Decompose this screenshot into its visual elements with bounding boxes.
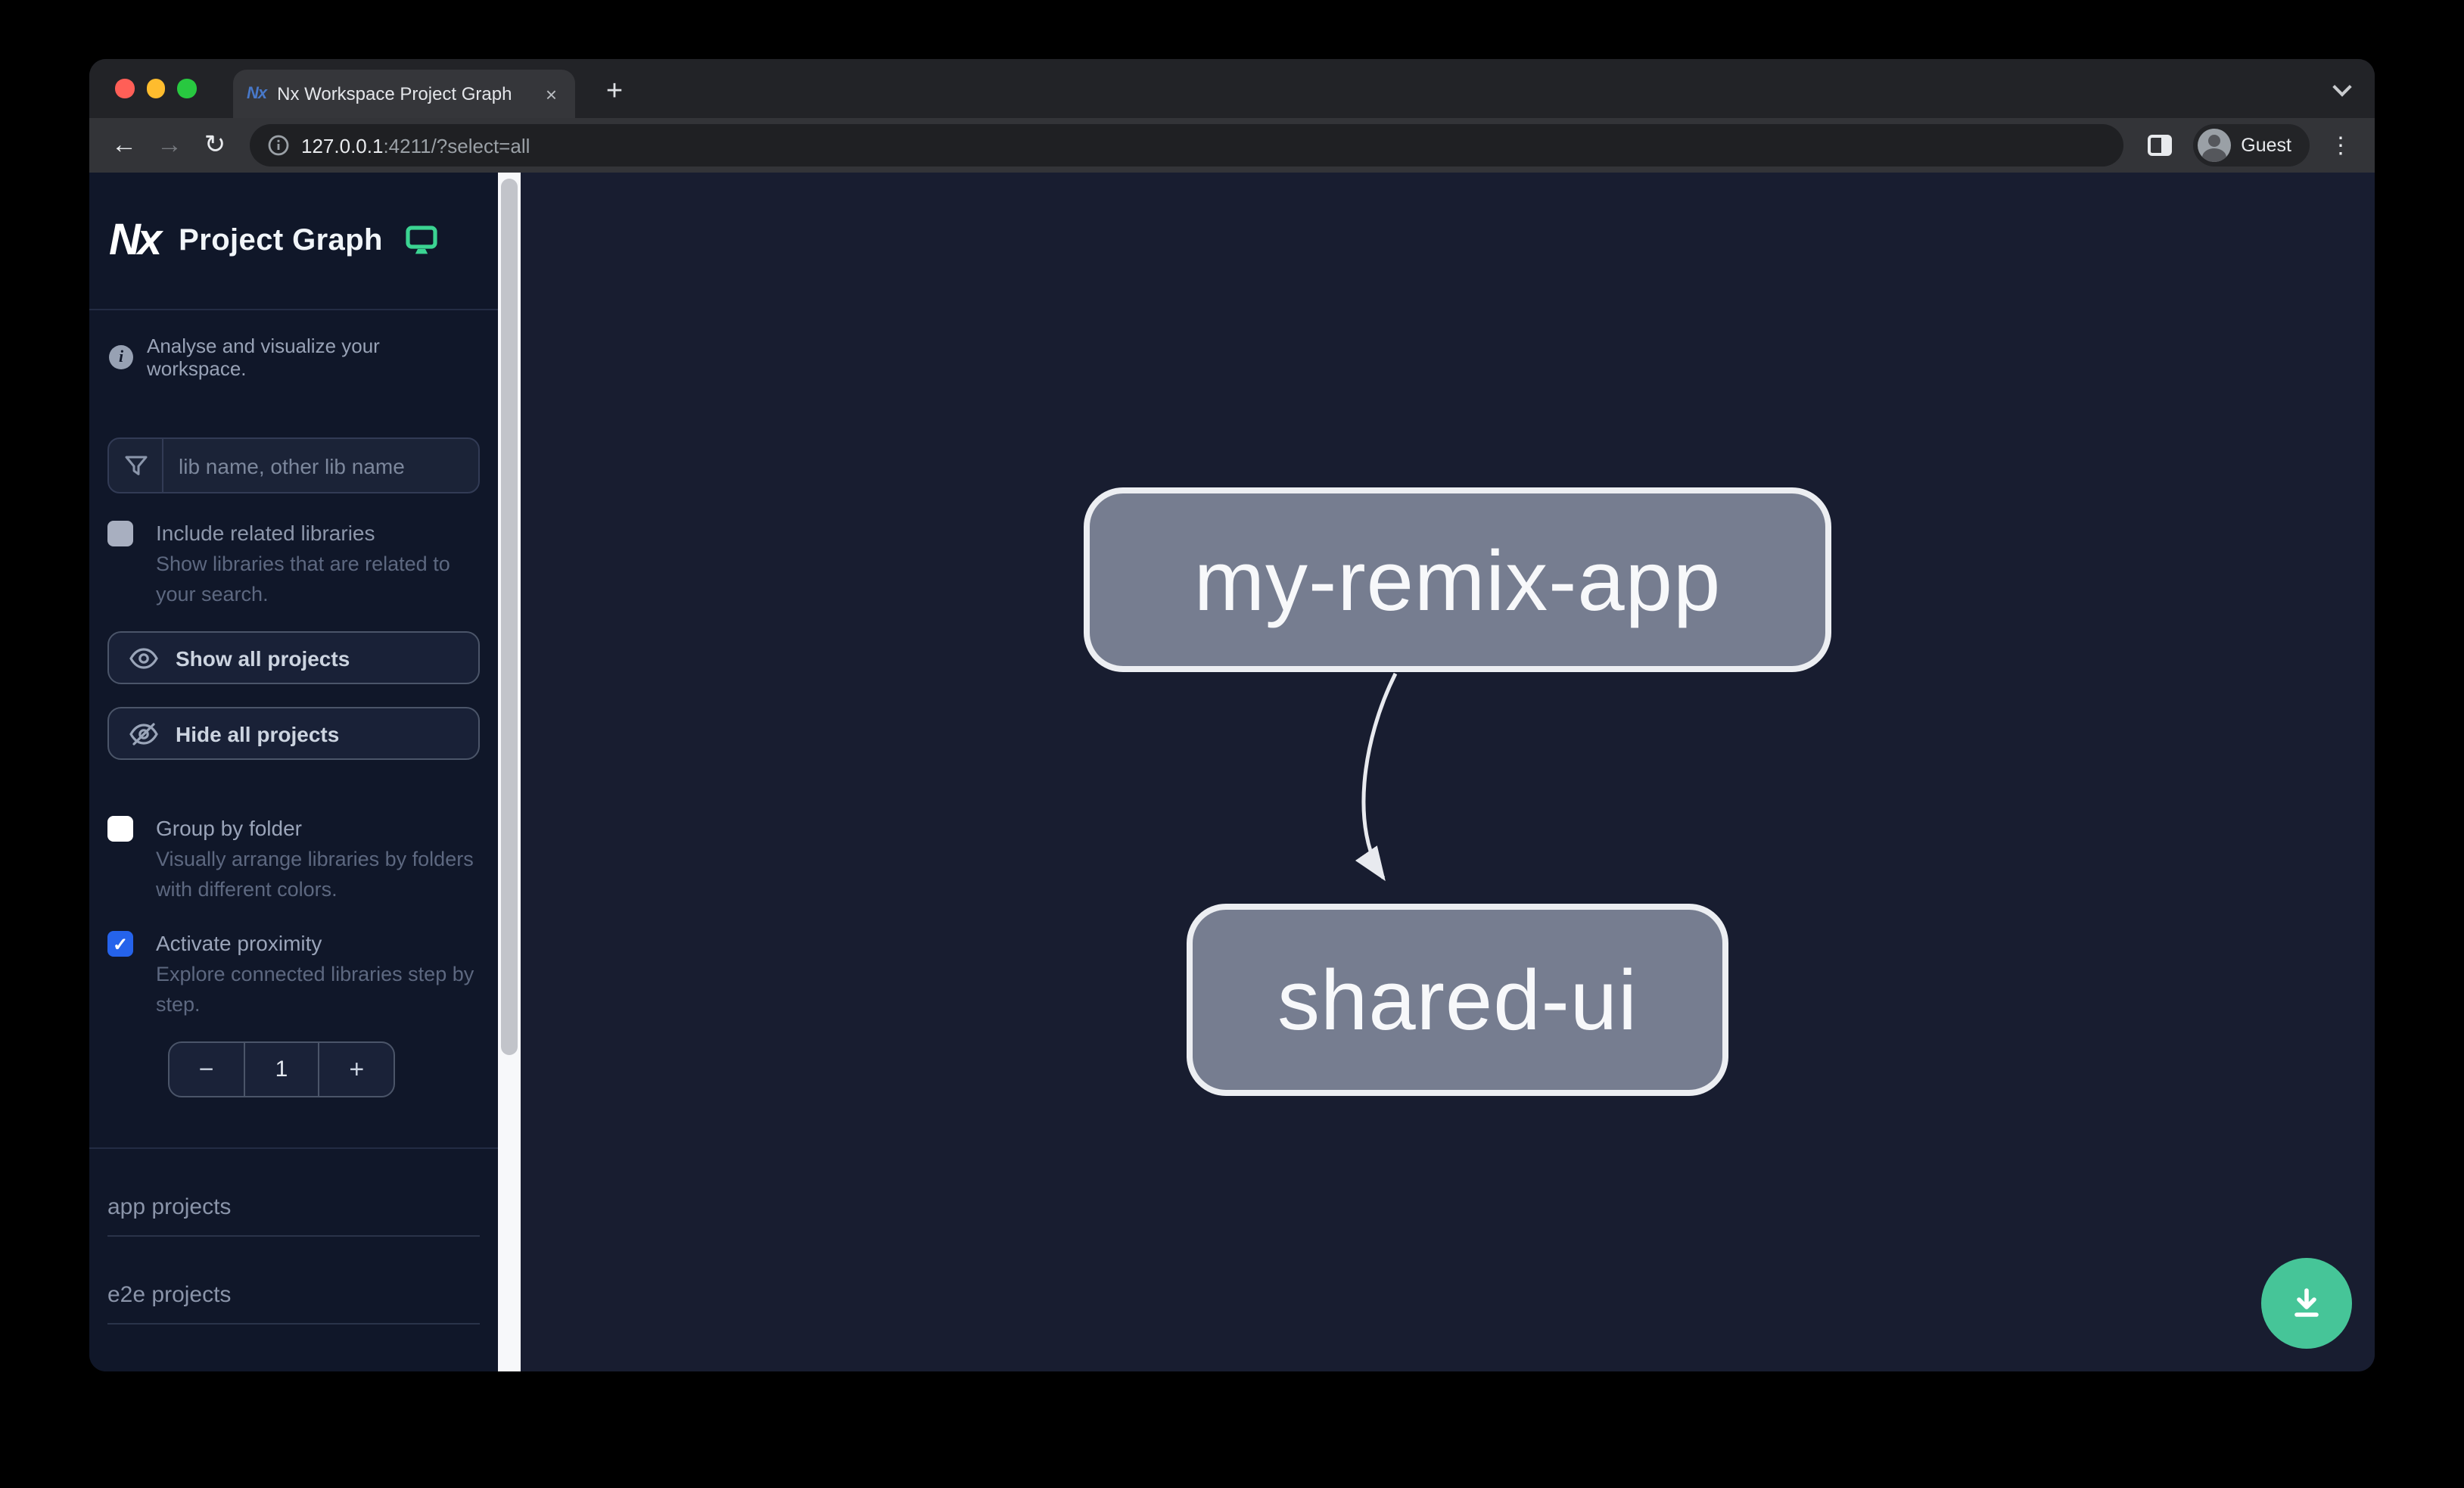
side-panel-icon[interactable]: [2147, 135, 2172, 156]
include-related-checkbox[interactable]: [107, 521, 133, 546]
graph-node-my-remix-app[interactable]: my-remix-app: [1084, 487, 1831, 672]
sidebar: Nx Project Graph i Analyse and visualize…: [89, 173, 498, 1371]
site-info-icon[interactable]: [268, 135, 289, 156]
stepper-value: 1: [243, 1043, 318, 1096]
scrollbar-thumb[interactable]: [501, 179, 518, 1055]
option-label: Group by folder: [156, 816, 302, 840]
button-label: Hide all projects: [176, 721, 340, 746]
tab-title: Nx Workspace Project Graph: [277, 83, 512, 104]
monitor-icon[interactable]: [406, 226, 437, 256]
browser-window: Nx Nx Workspace Project Graph × + ← → ↻ …: [89, 59, 2375, 1371]
profile-label: Guest: [2241, 135, 2291, 156]
sidebar-header: Nx Project Graph: [89, 173, 498, 310]
graph-canvas[interactable]: my-remix-app shared-ui: [521, 173, 2375, 1371]
dependency-edge: [1355, 672, 1398, 882]
option-activate-proximity: ✓ Activate proximity Explore connected l…: [107, 929, 480, 1019]
tab-strip: Nx Nx Workspace Project Graph × +: [89, 59, 2375, 118]
profile-button[interactable]: Guest: [2192, 124, 2310, 167]
url-text: 127.0.0.1:4211/?select=all: [301, 134, 530, 157]
browser-toolbar: ← → ↻ 127.0.0.1:4211/?select=all Guest ⋮: [89, 118, 2375, 173]
option-description: Show libraries that are related to your …: [156, 553, 450, 605]
chevron-down-icon[interactable]: [2332, 77, 2352, 97]
group-by-folder-checkbox[interactable]: [107, 816, 133, 842]
section-divider: [89, 1147, 498, 1149]
option-description: Explore connected libraries step by step…: [156, 963, 474, 1015]
proximity-stepper: − 1 +: [168, 1041, 395, 1097]
content: Nx Project Graph i Analyse and visualize…: [89, 173, 2375, 1371]
option-group-by-folder: Group by folder Visually arrange librari…: [107, 814, 480, 904]
funnel-icon: [109, 439, 163, 492]
minimize-window-button[interactable]: [146, 79, 165, 98]
eye-off-icon: [129, 722, 158, 745]
download-icon: [2294, 1288, 2319, 1317]
window-controls: [115, 79, 196, 98]
tab-favicon-nx-icon: Nx: [247, 85, 267, 103]
project-sections: app projects e2e projects: [107, 1149, 480, 1325]
button-label: Show all projects: [176, 646, 350, 670]
filter-field: [107, 437, 480, 493]
close-window-button[interactable]: [115, 79, 134, 98]
browser-tab[interactable]: Nx Nx Workspace Project Graph ×: [233, 70, 575, 118]
stepper-decrement-button[interactable]: −: [198, 1054, 214, 1083]
url-host: 127.0.0.1: [301, 134, 384, 157]
browser-menu-icon[interactable]: ⋮: [2329, 133, 2352, 159]
activate-proximity-checkbox[interactable]: ✓: [107, 931, 133, 957]
back-button[interactable]: ←: [111, 130, 137, 159]
eye-icon: [129, 647, 158, 668]
avatar: [2197, 129, 2231, 162]
show-all-projects-button[interactable]: Show all projects: [107, 631, 480, 684]
graph-node-shared-ui[interactable]: shared-ui: [1187, 904, 1728, 1096]
tagline-row: i Analyse and visualize your workspace.: [109, 335, 478, 380]
hide-all-projects-button[interactable]: Hide all projects: [107, 707, 480, 760]
download-graph-button[interactable]: [2261, 1258, 2352, 1349]
page-title: Project Graph: [179, 223, 383, 257]
sidebar-scrollbar[interactable]: [498, 173, 521, 1371]
tagline-text: Analyse and visualize your workspace.: [147, 335, 380, 380]
stepper-increment-button[interactable]: +: [318, 1043, 394, 1096]
option-label: Activate proximity: [156, 931, 322, 955]
new-tab-button[interactable]: +: [605, 76, 624, 107]
reload-button[interactable]: ↻: [204, 130, 226, 159]
option-include-related: Include related libraries Show libraries…: [107, 519, 480, 609]
address-bar[interactable]: 127.0.0.1:4211/?select=all: [250, 124, 2123, 167]
section-header-e2e-projects[interactable]: e2e projects: [107, 1237, 480, 1325]
option-label: Include related libraries: [156, 521, 375, 545]
filter-input[interactable]: [163, 453, 478, 478]
forward-button[interactable]: →: [157, 130, 182, 159]
nx-logo: Nx: [109, 216, 162, 264]
info-icon: i: [109, 345, 133, 369]
option-description: Visually arrange libraries by folders wi…: [156, 848, 474, 900]
maximize-window-button[interactable]: [177, 79, 196, 98]
section-header-app-projects[interactable]: app projects: [107, 1149, 480, 1237]
url-path: :4211/?select=all: [383, 134, 530, 157]
tab-close-icon[interactable]: ×: [545, 82, 557, 105]
